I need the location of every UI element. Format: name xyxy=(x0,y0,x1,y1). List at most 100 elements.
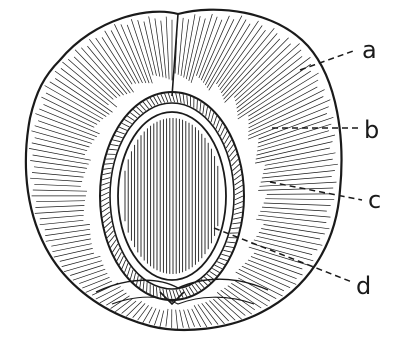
band-hatch-line xyxy=(109,149,117,150)
hatch-line xyxy=(267,194,330,195)
hatch-line xyxy=(96,38,134,92)
hatch-line xyxy=(220,30,266,90)
band-hatch-line xyxy=(235,191,243,195)
band-hatch-line xyxy=(150,98,155,106)
band-hatch-line xyxy=(211,113,214,123)
band-hatch-line xyxy=(229,149,235,157)
hatch-line xyxy=(102,37,132,84)
band-hatch-line xyxy=(103,168,111,169)
hatch-line xyxy=(45,229,90,235)
label-d: d xyxy=(356,272,371,300)
hatch-line xyxy=(32,143,85,155)
band-hatch-line xyxy=(101,187,109,190)
band-hatch-line xyxy=(113,244,118,252)
hatch-line xyxy=(89,39,130,93)
hatch-line xyxy=(256,219,329,229)
hatch-line xyxy=(122,301,137,314)
band-hatch-line xyxy=(232,223,240,224)
hatch-line xyxy=(245,263,296,284)
hatch-line xyxy=(257,135,336,155)
hatch-line xyxy=(44,104,95,127)
band-hatch-line xyxy=(179,94,181,103)
band-hatch-line xyxy=(105,163,113,164)
band-hatch-line xyxy=(170,290,173,299)
hatch-line xyxy=(75,50,120,97)
hatch-line xyxy=(264,225,325,235)
band-hatch-line xyxy=(133,110,140,116)
band-hatch-line xyxy=(143,280,144,290)
band-hatch-line xyxy=(122,123,130,127)
hatch-line xyxy=(217,292,245,315)
band-hatch-line xyxy=(101,192,109,196)
band-hatch-line xyxy=(231,228,239,229)
hatch-line xyxy=(92,283,118,295)
hatch-line xyxy=(35,114,97,137)
hatch-line xyxy=(155,18,163,77)
hatch-line xyxy=(36,201,85,202)
band-hatch-line xyxy=(235,185,243,190)
band-hatch-line xyxy=(218,123,222,132)
band-hatch-line xyxy=(223,250,231,252)
band-hatch-line xyxy=(225,246,233,247)
hatch-line xyxy=(70,265,103,276)
hatch-line xyxy=(40,215,84,219)
hatch-line xyxy=(261,229,320,240)
band-hatch-line xyxy=(140,278,141,288)
band-hatch-line xyxy=(221,127,225,136)
band-hatch-line xyxy=(217,262,225,265)
band-hatch-line xyxy=(101,182,109,185)
hatch-line xyxy=(258,188,333,190)
band-hatch-line xyxy=(161,94,165,102)
hatch-line xyxy=(249,247,308,265)
band-hatch-line xyxy=(119,127,127,130)
hatch-line xyxy=(180,310,184,328)
hatch-line xyxy=(228,286,261,308)
band-hatch-line xyxy=(234,169,241,175)
hatch-line xyxy=(34,167,85,173)
label-b: b xyxy=(364,116,379,144)
band-hatch-line xyxy=(234,212,242,214)
hatch-line xyxy=(184,310,190,329)
band-hatch-line xyxy=(172,93,175,102)
hatch-line xyxy=(263,164,338,174)
hatch-line xyxy=(96,287,121,300)
hatch-line xyxy=(111,296,130,309)
hatch-line xyxy=(34,184,81,186)
hatch-line xyxy=(264,203,331,206)
hatch-line xyxy=(166,17,169,80)
hatch-line xyxy=(242,266,290,288)
band-hatch-line xyxy=(154,97,159,105)
band-hatch-line xyxy=(227,242,235,243)
hatch-line xyxy=(209,24,250,91)
band-hatch-line xyxy=(101,202,109,207)
band-hatch-line xyxy=(176,93,178,102)
band-hatch-line xyxy=(113,140,121,142)
band-hatch-line xyxy=(210,271,217,276)
band-hatch-line xyxy=(157,95,161,103)
band-hatch-line xyxy=(226,140,231,148)
band-hatch-line xyxy=(189,287,194,295)
band-hatch-line xyxy=(234,207,242,210)
hatch-line xyxy=(126,301,141,316)
radial-hatching xyxy=(29,14,338,329)
hatch-line xyxy=(176,310,178,329)
band-hatch-line xyxy=(102,207,110,212)
band-hatch-line xyxy=(103,173,111,175)
hatch-line xyxy=(30,178,82,181)
hatch-line xyxy=(257,131,329,151)
hatch-line xyxy=(35,210,84,213)
hatch-line xyxy=(258,117,333,143)
band-hatch-line xyxy=(219,258,227,261)
band-hatch-line xyxy=(125,120,132,124)
hatch-line xyxy=(265,199,334,200)
hatch-line xyxy=(40,220,84,224)
band-hatch-line xyxy=(137,107,143,113)
hatch-line xyxy=(82,277,109,288)
band-hatch-line xyxy=(107,231,113,238)
hatch-line xyxy=(35,126,92,144)
hatch-line xyxy=(238,278,276,299)
hatch-line xyxy=(160,311,164,327)
band-hatch-line xyxy=(117,131,125,134)
hatch-line xyxy=(143,307,152,323)
hatch-line xyxy=(213,299,235,320)
